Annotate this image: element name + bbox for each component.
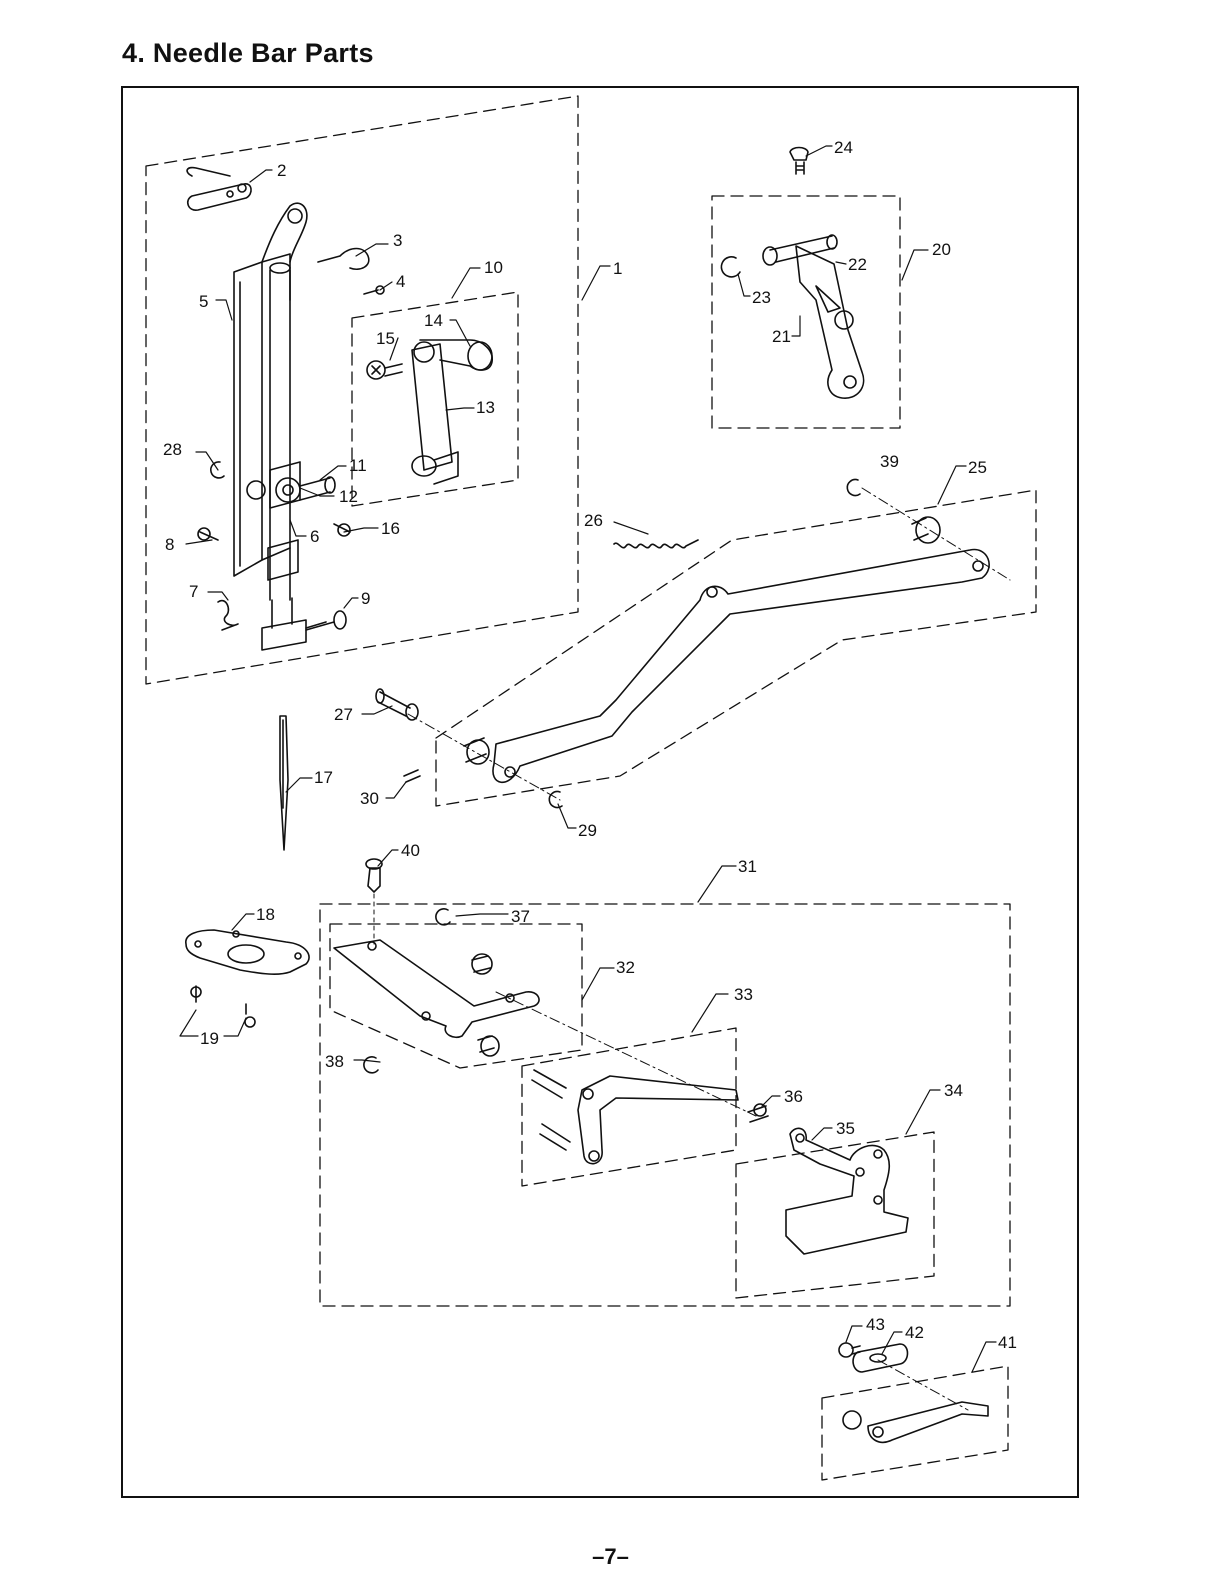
- group-25-outline: [436, 490, 1036, 806]
- callout-8: 8: [165, 535, 174, 554]
- group-34-outline: [736, 1132, 934, 1298]
- callout-18: 18: [256, 905, 275, 924]
- part-25-arm: [493, 550, 989, 783]
- callout-29: 29: [578, 821, 597, 840]
- callout-42: 42: [905, 1323, 924, 1342]
- group-33-outline: [522, 1028, 736, 1186]
- callout-14: 14: [424, 311, 443, 330]
- callout-12: 12: [339, 487, 358, 506]
- callout-9: 9: [361, 589, 370, 608]
- callout-5: 5: [199, 292, 208, 311]
- callout-22: 22: [848, 255, 867, 274]
- callout-19: 19: [200, 1029, 219, 1048]
- callout-6: 6: [310, 527, 319, 546]
- callout-16: 16: [381, 519, 400, 538]
- callout-24: 24: [834, 138, 853, 157]
- part-26-spring: [614, 540, 698, 548]
- needle-bar-assembly: [187, 168, 384, 650]
- part-40-screw: [368, 868, 380, 892]
- part-13-link: [412, 344, 452, 470]
- callout-10: 10: [484, 258, 503, 277]
- part-2-lever: [188, 184, 251, 210]
- part-23-ering: [721, 257, 740, 277]
- callout-27: 27: [334, 705, 353, 724]
- group-20-outline: [712, 196, 900, 428]
- part-33-pins: [532, 1070, 570, 1150]
- part-38-ering: [364, 1057, 378, 1073]
- leader-lines: [180, 146, 996, 1372]
- callout-4: 4: [396, 272, 405, 291]
- part-39-ering: [847, 480, 860, 496]
- part-19-screw: [196, 986, 246, 1014]
- callout-33: 33: [734, 985, 753, 1004]
- part-37-ering: [436, 909, 450, 925]
- part-17-needle: [280, 716, 288, 850]
- callout-17: 17: [314, 768, 333, 787]
- needle-bar-rod: [270, 270, 290, 600]
- callout-39: 39: [880, 452, 899, 471]
- callout-36: 36: [784, 1087, 803, 1106]
- callout-13: 13: [476, 398, 495, 417]
- part-32-plate: [334, 940, 539, 1037]
- assembly-outlines: [146, 96, 1036, 1480]
- callout-30: 30: [360, 789, 379, 808]
- long-arm-assembly: [376, 480, 1010, 808]
- callout-32: 32: [616, 958, 635, 977]
- callout-15: 15: [376, 329, 395, 348]
- part-34-bracket: [786, 1128, 908, 1254]
- callout-11: 11: [349, 456, 367, 475]
- presser-lifter-assembly: [334, 859, 908, 1254]
- callout-41: 41: [998, 1333, 1017, 1352]
- callout-43: 43: [866, 1315, 885, 1334]
- part-33-lever: [578, 1076, 738, 1164]
- page-number: –7–: [0, 1544, 1221, 1570]
- callout-28: 28: [163, 440, 182, 459]
- part-42-plate: [853, 1344, 907, 1372]
- part-43-screw: [839, 1343, 853, 1357]
- part-27-pin: [378, 692, 410, 716]
- callout-38: 38: [325, 1052, 344, 1071]
- needle-bar-link-assembly: [300, 340, 492, 500]
- callout-21: 21: [772, 327, 791, 346]
- callout-7: 7: [189, 582, 198, 601]
- callout-40: 40: [401, 841, 420, 860]
- callout-37: 37: [511, 907, 530, 926]
- adjustment-lever-assembly: [839, 1343, 988, 1442]
- part-41-lever: [868, 1402, 988, 1442]
- part-7-spring: [218, 601, 238, 630]
- callout-35: 35: [836, 1119, 855, 1138]
- group-31-outline: [320, 904, 1010, 1306]
- part-30-screw: [404, 770, 420, 782]
- upper-lever-assembly: [721, 148, 863, 399]
- callout-1: 1: [613, 259, 622, 278]
- callout-2: 2: [277, 161, 286, 180]
- callout-25: 25: [968, 458, 987, 477]
- needle-bar-frame: [234, 262, 262, 576]
- group-41-outline: [822, 1366, 1008, 1480]
- callout-31: 31: [738, 857, 757, 876]
- part-3-hook: [318, 249, 369, 270]
- callout-3: 3: [393, 231, 402, 250]
- part-18-needle-plate: [186, 930, 309, 1027]
- callout-23: 23: [752, 288, 771, 307]
- callout-34: 34: [944, 1081, 963, 1100]
- part-41-nut: [843, 1411, 861, 1429]
- callout-20: 20: [932, 240, 951, 259]
- part-24-screw: [790, 148, 808, 161]
- callout-26: 26: [584, 511, 603, 530]
